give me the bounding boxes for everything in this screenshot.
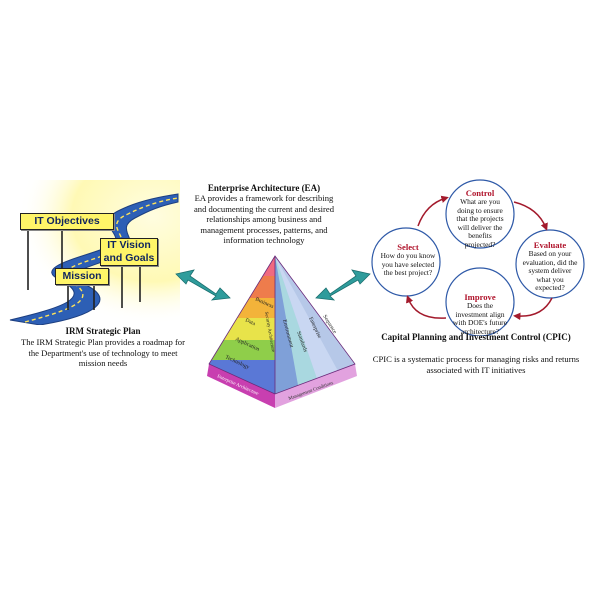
improve-circle — [445, 267, 515, 336]
select-node: Select How do you know you have selected… — [380, 242, 436, 278]
improve-heading: Improve — [464, 292, 496, 302]
it-vision-goals-sign: IT Vision and Goals — [100, 238, 158, 266]
pyramid-base-left — [207, 364, 275, 408]
control-heading: Control — [465, 188, 495, 198]
pyramid-label-data: Data — [244, 317, 256, 327]
improve-node: Improve Does the investment align with D… — [452, 292, 508, 336]
control-circle — [445, 179, 515, 249]
evaluate-to-improve-arrow-icon — [513, 297, 553, 321]
irm-description: The IRM Strategic Plan provides a roadma… — [21, 337, 185, 369]
control-text: What are you doing to ensure that the pr… — [456, 197, 504, 249]
it-objectives-sign: IT Objectives — [20, 213, 114, 230]
ea-cpic-double-arrow-icon — [315, 269, 371, 301]
select-circle — [371, 227, 441, 297]
mission-sign: Mission — [55, 268, 109, 285]
improve-to-select-arrow-icon — [406, 295, 447, 319]
select-to-control-arrow-icon — [417, 195, 449, 227]
improve-text: Does the investment align with DOE's fut… — [453, 301, 507, 336]
evaluate-heading: Evaluate — [533, 240, 567, 250]
evaluate-node: Evaluate Based on your evaluation, did t… — [522, 240, 578, 293]
select-heading: Select — [397, 242, 419, 252]
ea-description: EA provides a framework for describing a… — [193, 193, 335, 246]
cpic-title: Capital Planning and Investment Control … — [381, 332, 571, 342]
ea-pyramid: Business Data Application Technology Sec… — [207, 255, 357, 408]
irm-ea-double-arrow-icon — [175, 269, 231, 301]
control-node: Control What are you doing to ensure tha… — [452, 188, 508, 250]
ea-title: Enterprise Architecture (EA) — [207, 183, 321, 193]
road-centerline — [24, 197, 179, 323]
evaluate-text: Based on your evaluation, did the system… — [522, 249, 578, 293]
select-text: How do you know you have selected the be… — [380, 251, 436, 278]
control-to-evaluate-arrow-icon — [513, 201, 548, 231]
evaluate-circle — [515, 229, 585, 299]
pyramid-base-right — [275, 364, 357, 408]
cpic-description: CPIC is a systematic process for managin… — [372, 354, 580, 375]
irm-title: IRM Strategic Plan — [65, 326, 141, 336]
cpic-cycle-graphic — [371, 179, 585, 336]
